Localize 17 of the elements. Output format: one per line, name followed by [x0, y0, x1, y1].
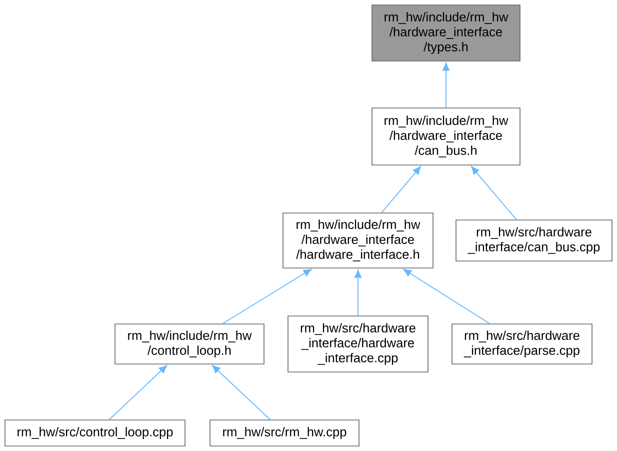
file-box: rm_hw/include/rm_hw /hardware_interface /types.h — [372, 4, 520, 62]
arrow — [381, 166, 421, 214]
file-box: rm_hw/src/hardware _interface/hardware _interface.cpp — [288, 316, 428, 372]
file-box: rm_hw/include/rm_hw /hardware_interface /can_bus.h — [372, 108, 520, 166]
arrow — [108, 365, 168, 420]
file-box: rm_hw/src/hardware _interface/can_bus.cpp — [456, 220, 612, 262]
file-box: rm_hw/include/rm_hw /hardware_interface /hardware_interface.h — [282, 212, 434, 268]
arrow — [403, 268, 490, 324]
arrow — [212, 365, 271, 420]
file-box: rm_hw/include/rm_hw /control_loop.h — [114, 324, 264, 364]
arrow — [442, 62, 450, 108]
arrow — [354, 270, 362, 316]
file-box: rm_hw/src/hardware _interface/parse.cpp — [452, 324, 592, 364]
arrow — [222, 268, 312, 324]
arrow — [471, 166, 517, 220]
file-box: rm_hw/src/rm_hw.cpp — [210, 420, 360, 446]
file-box: rm_hw/src/control_loop.cpp — [4, 420, 186, 446]
